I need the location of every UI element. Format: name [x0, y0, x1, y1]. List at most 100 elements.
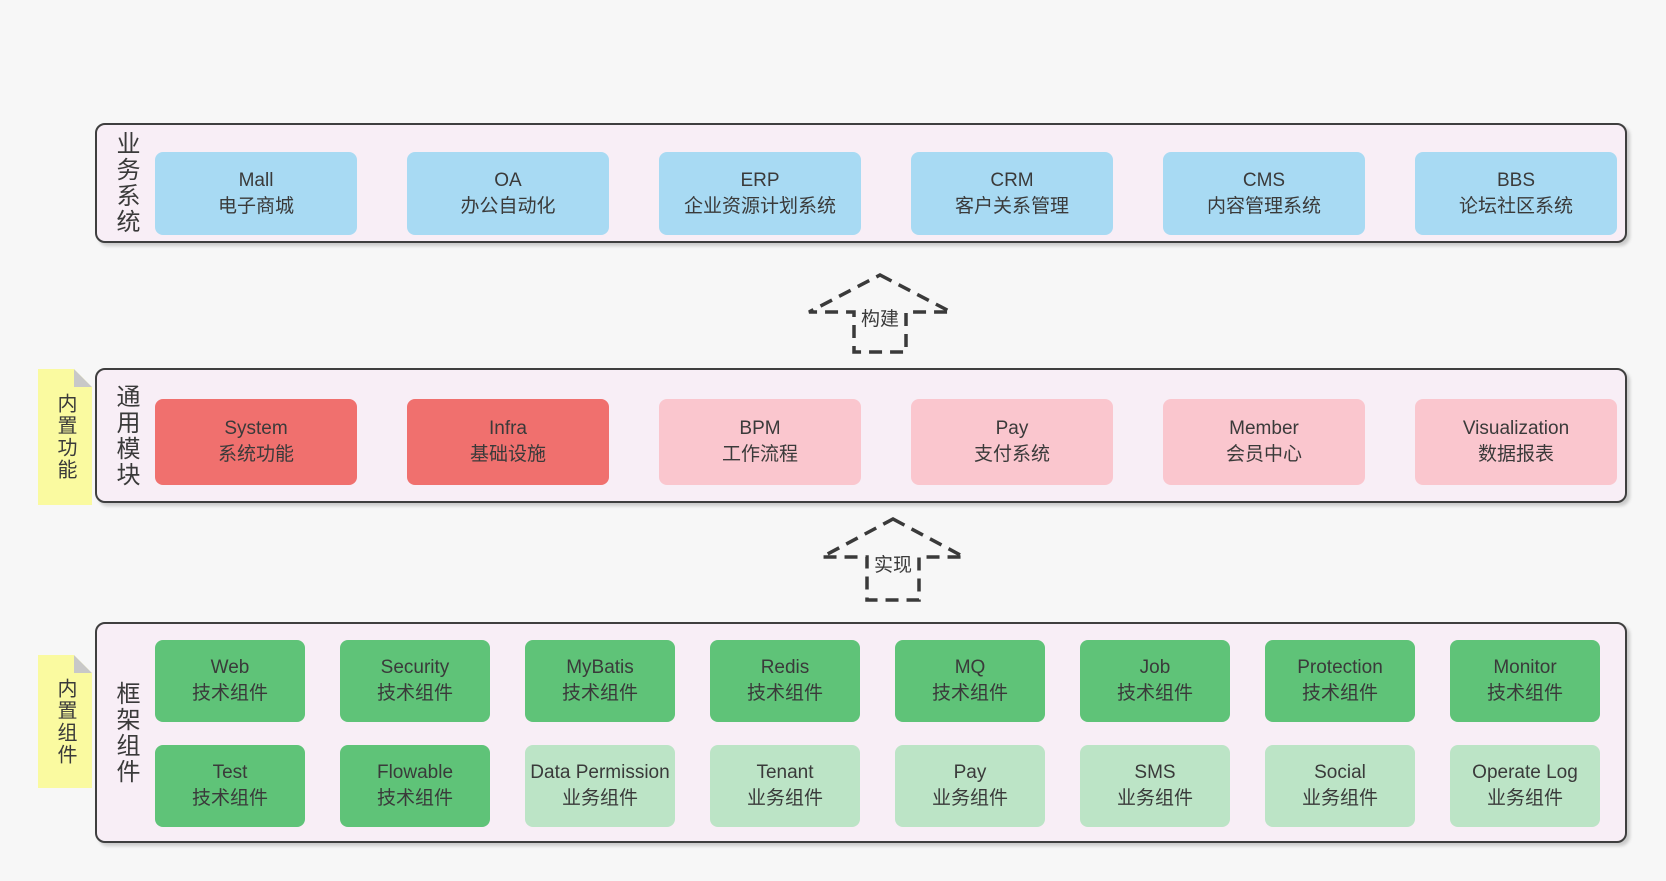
box-web: Web 技术组件: [155, 640, 305, 722]
box-desc: 技术组件: [376, 683, 453, 704]
box-desc: 技术组件: [191, 788, 268, 809]
box-name: Redis: [760, 657, 810, 678]
box-member: Member 会员中心: [1163, 399, 1365, 485]
arrow-implement-label: 实现: [868, 554, 918, 578]
box-job: Job 技术组件: [1080, 640, 1230, 722]
box-desc: 业务组件: [1301, 788, 1378, 809]
layer-label-business-systems: 业务系统: [112, 131, 139, 235]
box-desc: 企业资源计划系统: [683, 195, 836, 217]
box-desc: 业务组件: [561, 788, 638, 809]
box-name: OA: [494, 169, 522, 191]
box-desc: 办公自动化: [460, 195, 556, 217]
box-operate-log: Operate Log 业务组件: [1450, 745, 1600, 827]
box-name: MyBatis: [566, 657, 634, 678]
box-pay: Pay 支付系统: [911, 399, 1113, 485]
box-redis: Redis 技术组件: [710, 640, 860, 722]
box-bbs: BBS 论坛社区系统: [1415, 152, 1617, 235]
folded-corner-icon: [74, 369, 92, 387]
box-desc: 业务组件: [746, 788, 823, 809]
box-name: CMS: [1242, 169, 1286, 191]
box-name: Visualization: [1462, 418, 1570, 439]
box-name: ERP: [740, 169, 780, 191]
box-desc: 论坛社区系统: [1458, 195, 1573, 217]
box-visualization: Visualization 数据报表: [1415, 399, 1617, 485]
framework-boxes-row-2: Test 技术组件 Flowable 技术组件 Data Permission …: [155, 745, 1600, 827]
arrow-build: 构建: [800, 255, 960, 365]
box-desc: 支付系统: [973, 444, 1050, 465]
sticky-note-built-in-features: 内置功能: [38, 369, 92, 505]
box-name: Security: [380, 657, 450, 678]
business-boxes-row: Mall 电子商城 OA 办公自动化 ERP 企业资源计划系统 CRM 客户关系…: [155, 152, 1617, 235]
box-desc: 系统功能: [217, 444, 294, 465]
box-pay-component: Pay 业务组件: [895, 745, 1045, 827]
box-cms: CMS 内容管理系统: [1163, 152, 1365, 235]
box-name: Member: [1229, 418, 1299, 439]
box-name: Flowable: [376, 762, 454, 783]
box-desc: 技术组件: [561, 683, 638, 704]
box-infra: Infra 基础设施: [407, 399, 609, 485]
common-boxes-row: System 系统功能 Infra 基础设施 BPM 工作流程 Pay 支付系统…: [155, 399, 1617, 485]
box-name: Data Permission: [530, 762, 670, 783]
box-system: System 系统功能: [155, 399, 357, 485]
box-mall: Mall 电子商城: [155, 152, 357, 235]
box-name: Monitor: [1493, 657, 1557, 678]
box-bpm: BPM 工作流程: [659, 399, 861, 485]
box-sms: SMS 业务组件: [1080, 745, 1230, 827]
folded-corner-icon: [74, 655, 92, 673]
arrow-up-dashed-icon: [808, 273, 952, 354]
box-desc: 客户关系管理: [954, 195, 1069, 217]
layer-label-framework-components: 框架组件: [112, 680, 139, 785]
box-desc: 业务组件: [1486, 788, 1563, 809]
box-mq: MQ 技术组件: [895, 640, 1045, 722]
box-name: Test: [212, 762, 248, 783]
box-name: System: [224, 418, 288, 439]
box-desc: 内容管理系统: [1206, 195, 1321, 217]
framework-boxes-row-1: Web 技术组件 Security 技术组件 MyBatis 技术组件 Redi…: [155, 640, 1600, 722]
box-erp: ERP 企业资源计划系统: [659, 152, 861, 235]
box-desc: 业务组件: [1116, 788, 1193, 809]
box-mybatis: MyBatis 技术组件: [525, 640, 675, 722]
box-desc: 业务组件: [931, 788, 1008, 809]
box-desc: 电子商城: [217, 195, 294, 217]
box-name: Social: [1314, 762, 1366, 783]
box-name: SMS: [1134, 762, 1176, 783]
layer-framework-components: 框架组件 Web 技术组件 Security 技术组件 MyBatis 技术组件…: [95, 622, 1627, 843]
box-desc: 技术组件: [1486, 683, 1563, 704]
box-monitor: Monitor 技术组件: [1450, 640, 1600, 722]
box-name: Tenant: [756, 762, 814, 783]
sticky-note-built-in-components: 内置组件: [38, 655, 92, 788]
box-name: CRM: [990, 169, 1034, 191]
box-desc: 工作流程: [721, 444, 798, 465]
box-name: BBS: [1496, 169, 1536, 191]
box-name: Protection: [1297, 657, 1383, 678]
box-desc: 基础设施: [469, 444, 546, 465]
box-protection: Protection 技术组件: [1265, 640, 1415, 722]
box-test: Test 技术组件: [155, 745, 305, 827]
box-desc: 技术组件: [191, 683, 268, 704]
box-name: Pay: [953, 762, 987, 783]
layer-common-modules: 通用模块 System 系统功能 Infra 基础设施 BPM 工作流程 Pay…: [95, 368, 1627, 503]
box-crm: CRM 客户关系管理: [911, 152, 1113, 235]
box-desc: 技术组件: [1116, 683, 1193, 704]
box-desc: 会员中心: [1225, 444, 1302, 465]
box-flowable: Flowable 技术组件: [340, 745, 490, 827]
box-desc: 技术组件: [931, 683, 1008, 704]
box-data-permission: Data Permission 业务组件: [525, 745, 675, 827]
box-desc: 技术组件: [1301, 683, 1378, 704]
layer-label-common-modules: 通用模块: [112, 383, 139, 488]
box-name: Operate Log: [1472, 762, 1578, 783]
box-name: Pay: [995, 418, 1029, 439]
box-name: BPM: [739, 418, 781, 439]
box-name: Web: [210, 657, 250, 678]
box-tenant: Tenant 业务组件: [710, 745, 860, 827]
box-desc: 数据报表: [1477, 444, 1554, 465]
box-oa: OA 办公自动化: [407, 152, 609, 235]
box-desc: 技术组件: [376, 788, 453, 809]
box-social: Social 业务组件: [1265, 745, 1415, 827]
arrow-up-dashed-icon: [821, 517, 965, 602]
box-name: Infra: [488, 418, 528, 439]
box-desc: 技术组件: [746, 683, 823, 704]
arrow-build-label: 构建: [855, 308, 905, 332]
box-name: Job: [1139, 657, 1171, 678]
